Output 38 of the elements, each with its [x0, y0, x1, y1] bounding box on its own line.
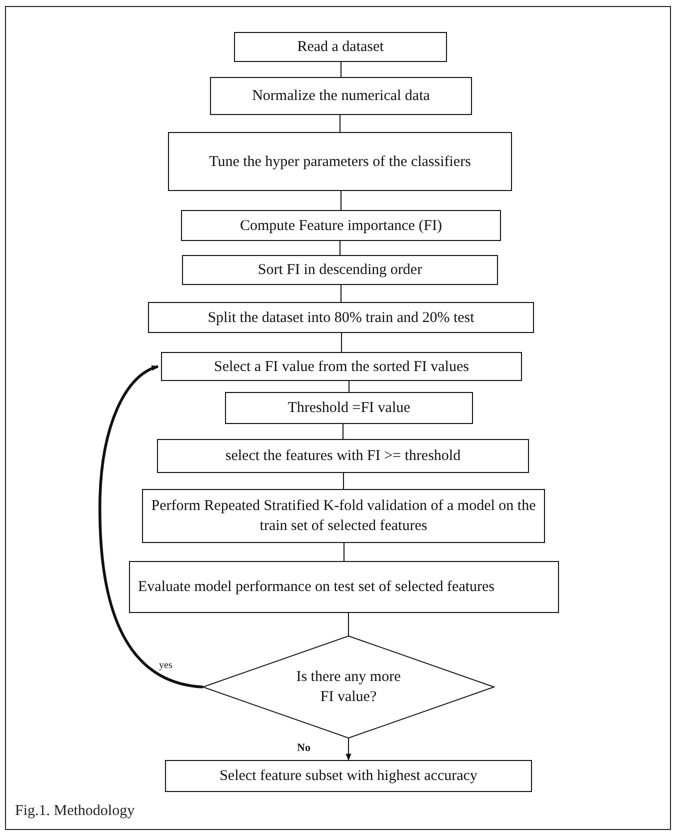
arrow [346, 738, 352, 761]
edge-label: No [296, 742, 312, 754]
figure-caption: Fig.1. Methodology [15, 803, 135, 820]
process-box [168, 132, 512, 191]
step-text: Split the dataset into 80% train and 20% test [208, 308, 474, 328]
process-box [157, 439, 529, 473]
process-box [181, 210, 501, 241]
step-text: Perform Repeated Stratified K-fold validation of a model on the train set of selected features [151, 497, 536, 536]
connector-line [340, 284, 342, 302]
connector-line [348, 612, 349, 636]
step-text: Read a dataset [297, 38, 384, 57]
connector-line [343, 472, 344, 490]
step-text: Tune the hyper parameters of the classifiers [209, 152, 471, 172]
process-box [161, 352, 522, 381]
connector-line [340, 190, 342, 210]
process-box [210, 77, 472, 115]
process-box [148, 302, 534, 333]
process-box [182, 255, 498, 285]
process-box [234, 32, 447, 62]
process-box [142, 489, 545, 543]
step-text: select the features with FI >= threshold [225, 447, 461, 466]
process-box [225, 392, 473, 424]
step-text: Select a FI value from the sorted FI values [214, 358, 469, 376]
connector-line [340, 62, 342, 78]
process-box [129, 561, 559, 613]
edge-label: yes [158, 660, 174, 672]
step-text: Sort FI in descending order [258, 261, 422, 280]
connector-line [341, 332, 342, 352]
step-text: Select feature subset with highest accuracy [220, 767, 478, 786]
step-text: Evaluate model performance on test set of selected features [138, 578, 495, 597]
step-text: Compute Feature importance (FI) [240, 216, 442, 236]
connector-line [348, 380, 350, 392]
arrow [98, 365, 204, 688]
decision-text: Is there any more FI value? [295, 668, 402, 707]
step-text: Threshold =FI value [288, 399, 410, 418]
step-text: Normalize the numerical data [252, 87, 430, 106]
process-box [165, 760, 532, 792]
connector-line [342, 424, 344, 440]
